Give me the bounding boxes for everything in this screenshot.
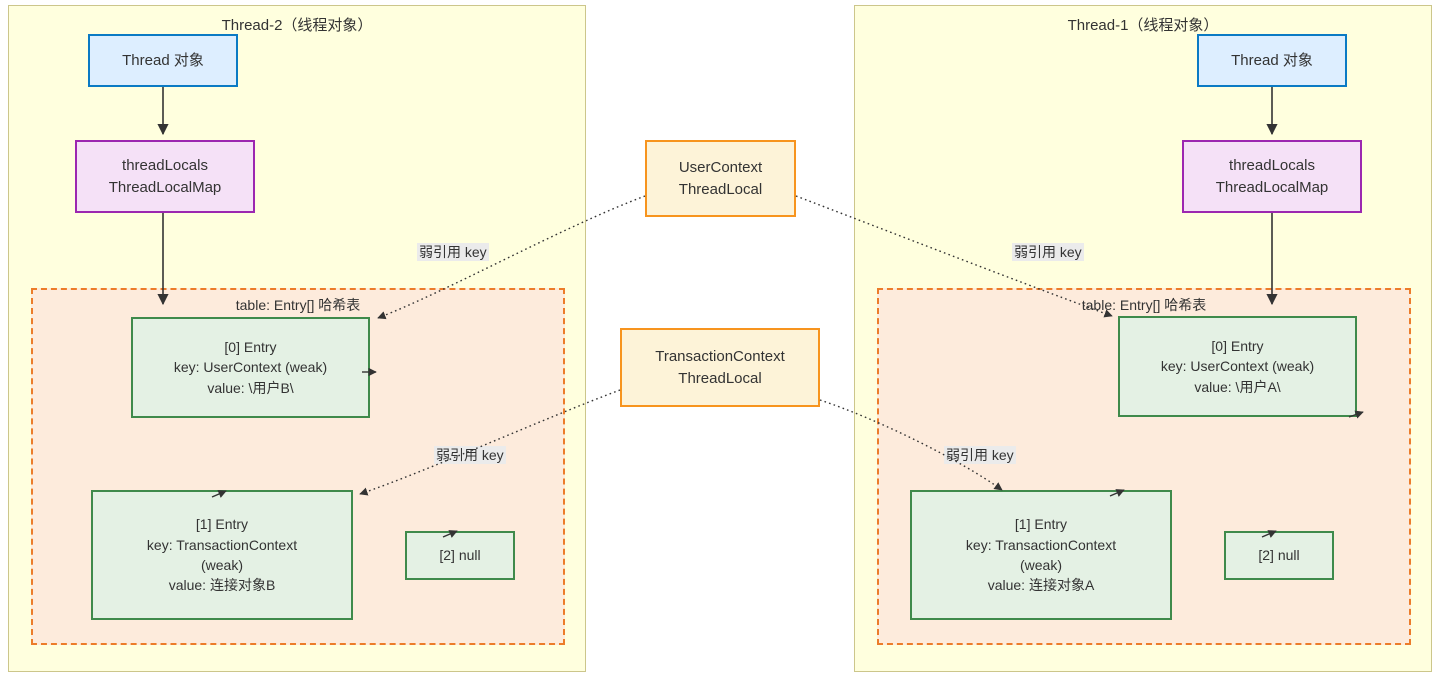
thread-1-entry-1[interactable]: [1] Entry key: TransactionContext (weak)… <box>910 490 1172 620</box>
thread-1-threadlocals-map[interactable]: threadLocals ThreadLocalMap <box>1182 140 1362 213</box>
transaction-context-label-2: ThreadLocal <box>678 369 762 387</box>
thread-2-entry-2-label: [2] null <box>439 547 481 564</box>
thread-1-thread-object[interactable]: Thread 对象 <box>1197 34 1347 87</box>
thread-1-entry-0-index: [0] Entry <box>1211 338 1264 355</box>
user-context-label-2: ThreadLocal <box>678 180 763 198</box>
thread-1-entry-2[interactable]: [2] null <box>1224 531 1334 580</box>
thread-1-weak-ref-label-user: 弱引用 key <box>1012 243 1084 261</box>
thread-1-entry-0-value: value: \用户A\ <box>1194 378 1281 395</box>
thread-2-table-title: table: Entry[] 哈希表 <box>235 297 361 313</box>
thread-1-threadlocals-label-2: ThreadLocalMap <box>1215 178 1329 196</box>
thread-2-entry-0-index: [0] Entry <box>224 339 277 356</box>
thread-2-threadlocals-label-1: threadLocals <box>122 156 208 174</box>
thread-1-threadlocals-label-1: threadLocals <box>1229 156 1315 174</box>
thread-1-weak-ref-label-tx: 弱引用 key <box>944 446 1016 464</box>
user-context-label-1: UserContext <box>678 158 763 176</box>
thread-2-entry-0-key: key: UserContext (weak) <box>173 359 328 376</box>
thread-2-entry-1-key: key: TransactionContext <box>146 536 298 553</box>
thread-1-entry-1-key: key: TransactionContext <box>965 536 1117 553</box>
thread-1-thread-object-label: Thread 对象 <box>1231 51 1313 69</box>
thread-1-panel-title: Thread-1（线程对象） <box>1067 17 1219 34</box>
transaction-context-label-1: TransactionContext <box>655 347 785 365</box>
thread-2-entry-0-value: value: \用户B\ <box>207 379 294 396</box>
thread-1-entry-1-value: value: 连接对象A <box>987 577 1095 594</box>
thread-2-weak-ref-label-tx: 弱引用 key <box>434 446 506 464</box>
thread-1-entry-0[interactable]: [0] Entry key: UserContext (weak) value:… <box>1118 316 1357 417</box>
thread-2-panel-title: Thread-2（线程对象） <box>221 17 373 34</box>
thread-2-threadlocals-map[interactable]: threadLocals ThreadLocalMap <box>75 140 255 213</box>
thread-2-entry-2[interactable]: [2] null <box>405 531 515 580</box>
thread-1-entry-1-key-weak: (weak) <box>1019 557 1062 573</box>
thread-2-thread-object[interactable]: Thread 对象 <box>88 34 238 87</box>
thread-1-table-title: table: Entry[] 哈希表 <box>1081 297 1207 313</box>
thread-1-entry-2-label: [2] null <box>1258 547 1300 564</box>
thread-2-entry-1-key-weak: (weak) <box>200 557 243 573</box>
thread-2-entry-1-index: [1] Entry <box>195 516 249 533</box>
thread-2-entry-1-value: value: 连接对象B <box>168 577 276 594</box>
user-context-threadlocal[interactable]: UserContext ThreadLocal <box>645 140 796 217</box>
thread-2-threadlocals-label-2: ThreadLocalMap <box>108 178 222 196</box>
thread-1-entry-1-index: [1] Entry <box>1014 516 1068 533</box>
thread-2-entry-1[interactable]: [1] Entry key: TransactionContext (weak)… <box>91 490 353 620</box>
thread-2-thread-object-label: Thread 对象 <box>122 51 204 69</box>
thread-2-weak-ref-label-user: 弱引用 key <box>417 243 489 261</box>
thread-1-entry-0-key: key: UserContext (weak) <box>1160 358 1315 375</box>
transaction-context-threadlocal[interactable]: TransactionContext ThreadLocal <box>620 328 820 407</box>
thread-2-entry-0[interactable]: [0] Entry key: UserContext (weak) value:… <box>131 317 370 418</box>
